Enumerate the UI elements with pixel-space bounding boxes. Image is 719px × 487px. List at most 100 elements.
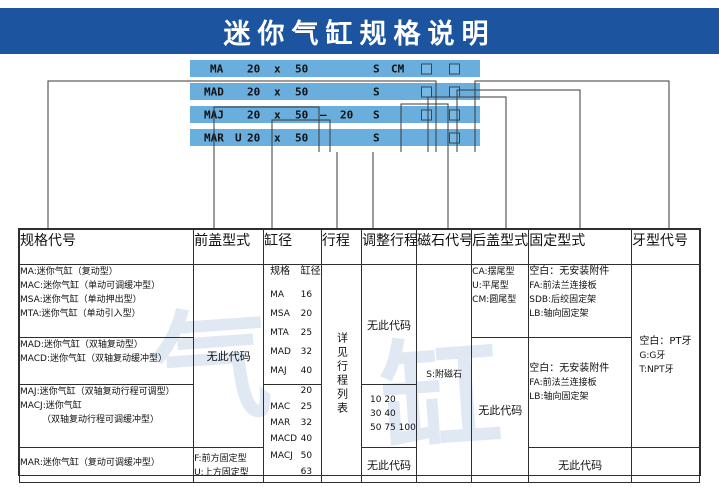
bore-spec: MA <box>270 289 285 300</box>
cell-front-cover-block2: F:前方固定型 U:上方固定型 <box>193 447 265 483</box>
code-token-bore: 20 <box>247 85 261 98</box>
code-token-rear: CM <box>391 62 405 75</box>
code-token-magnet: S <box>373 108 380 121</box>
bore-size: 32 <box>300 418 313 429</box>
header-adjust-stroke: 调整行程 <box>361 229 418 265</box>
code-row-maj: MAJ 20 x 50 – 20 S <box>190 106 480 123</box>
code-token-stroke: 50 <box>295 108 309 121</box>
table-header-row: 规格代号 前盖型式 缸径 行程 调整行程 磁石代号 后盖型式 固定型式 牙型代号 <box>18 229 701 265</box>
code-box-thread <box>449 109 460 120</box>
header-stroke: 行程 <box>320 229 363 265</box>
code-token-bore: 20 <box>247 62 261 75</box>
spec-line: MTA:迷你气缸（单动引入型） <box>20 309 141 319</box>
table-row-ma-group: MA:迷你气缸（复动型） MAC:迷你气缸（单动可调缓冲型） MSA:迷你气缸（… <box>18 264 701 483</box>
rear-cover-none: 无此代码 <box>478 404 523 417</box>
code-token-model: MA <box>210 62 224 75</box>
mounting-line: LB:轴向固定架 <box>529 392 589 402</box>
connector-lines <box>47 80 670 228</box>
adjust-stroke-none: 无此代码 <box>367 318 412 332</box>
cell-thread: 空白：PT牙 G:G牙 T:NPT牙 <box>630 264 701 448</box>
header-magnet: 磁石代号 <box>416 229 473 265</box>
bore-spec: MACJ <box>270 450 293 461</box>
bore-size: 20 <box>300 386 313 396</box>
spec-line: MACJ:迷你气缸 <box>20 401 82 411</box>
mounting-line: LB:轴向固定架 <box>529 309 589 319</box>
bore-size: 25 <box>300 327 313 338</box>
cell-magnet: S:附磁石 <box>416 264 473 483</box>
bore-head-spec: 规格 <box>270 266 291 277</box>
header-spec-code: 规格代号 <box>18 229 195 265</box>
spec-line: MACD:迷你气缸（双轴复动缓冲型） <box>20 354 168 364</box>
cell-front-cover-block1: 无此代码 <box>193 264 265 448</box>
bore-size: 50 <box>300 450 313 461</box>
code-box-mounting <box>421 63 432 74</box>
front-cover-line: U:上方固定型 <box>194 468 249 478</box>
thread-line: G:G牙 <box>639 351 666 361</box>
spec-table: 规格代号 前盖型式 缸径 行程 调整行程 磁石代号 后盖型式 固定型式 牙型代号… <box>18 228 701 483</box>
cell-thread-empty <box>630 447 701 483</box>
spec-line: MSA:迷你气缸（单动押出型） <box>20 295 142 305</box>
header-rear-cover: 后盖型式 <box>471 229 530 265</box>
spec-line: MAD:迷你气缸（双轴复动型） <box>20 340 143 350</box>
bore-size: 25 <box>300 402 313 413</box>
code-token-dash: – <box>320 108 327 121</box>
spec-line: MAJ:迷你气缸（双轴复动行程可调型） <box>20 387 175 397</box>
cell-mounting-block1: 空白：无安装附件 FA:前法兰连接板 SDB:后绞固定架 LB:轴向固定架 <box>528 264 632 338</box>
adjust-stroke-line: 10 20 <box>370 395 396 405</box>
bore-size: 16 <box>300 289 313 300</box>
stroke-text: 详见行程列表 <box>335 331 349 416</box>
cell-spec-code-block4: MAR:迷你气缸（复动可调缓冲型） <box>18 447 195 483</box>
spec-line: MAC:迷你气缸（单动可调缓冲型） <box>20 281 161 291</box>
bore-size: 20 <box>300 308 313 319</box>
code-token-bore: 20 <box>247 108 261 121</box>
cell-rear-cover-block2: 无此代码 <box>471 337 530 483</box>
cell-mounting-block3: 无此代码 <box>528 447 632 483</box>
mounting-line: FA:前法兰连接板 <box>529 281 597 291</box>
mounting-line: 空白：无安装附件 <box>529 363 610 374</box>
header-thread: 牙型代号 <box>630 229 701 265</box>
header-mounting: 固定型式 <box>528 229 632 265</box>
bore-size: 40 <box>300 434 313 445</box>
bore-spec <box>264 385 293 401</box>
cell-bore-block2: 20 MAC 25 MAR 32 MACD 40 MACJ 50 63 <box>263 384 322 483</box>
code-token-magnet: S <box>373 131 380 144</box>
header-bore: 缸径 <box>263 229 322 265</box>
code-token-frontcover: U <box>235 131 242 144</box>
table-row-mad-group: MAD:迷你气缸（双轴复动型） MACD:迷你气缸（双轴复动缓冲型） 无此代码 … <box>18 337 700 483</box>
front-cover-line: F:前方固定型 <box>194 454 247 464</box>
bore-size: 32 <box>300 346 313 357</box>
cell-rear-cover-block1: CA:摆尾型 U:平尾型 CM:圆尾型 <box>471 264 530 338</box>
thread-line: T:NPT牙 <box>639 365 674 375</box>
bore-spec: MSA <box>270 308 290 319</box>
table-row-maj-group: MAJ:迷你气缸（双轴复动行程可调型） MACJ:迷你气缸 （双轴复动行程可调缓… <box>18 384 700 483</box>
cell-adjust-stroke-block1: 无此代码 <box>361 264 418 385</box>
header-front-cover: 前盖型式 <box>193 229 265 265</box>
bore-spec: MAR <box>270 418 291 429</box>
code-token-x: x <box>274 131 281 144</box>
cell-mounting-block2: 空白：无安装附件 FA:前法兰连接板 LB:轴向固定架 <box>528 337 632 448</box>
code-box-thread <box>449 63 460 74</box>
mounting-line: 空白：无安装附件 <box>529 266 610 277</box>
mounting-none: 无此代码 <box>558 459 603 472</box>
bore-spec: MTA <box>270 327 289 338</box>
cell-spec-code-block3: MAJ:迷你气缸（双轴复动行程可调型） MACJ:迷你气缸 （双轴复动行程可调缓… <box>18 384 195 448</box>
code-rows: MA 20 x 50 S CM MAD 20 x 50 S MAJ 20 x 5… <box>0 60 719 152</box>
bore-spec: MAD <box>270 346 291 357</box>
code-box-mounting <box>421 86 432 97</box>
bore-spec: MAJ <box>270 365 287 376</box>
code-token-magnet: S <box>373 85 380 98</box>
code-token-stroke: 50 <box>295 62 309 75</box>
bore-spec: MACD <box>270 434 298 445</box>
cell-adjust-stroke-block3: 无此代码 <box>361 447 418 483</box>
adjust-stroke-line: 50 75 100 <box>370 423 416 433</box>
rear-cover-line: U:平尾型 <box>472 281 509 291</box>
cell-spec-code-block2: MAD:迷你气缸（双轴复动型） MACD:迷你气缸（双轴复动缓冲型） <box>18 337 195 385</box>
cell-bore-block1: 规格 缸径 MA 16 MSA 20 MTA 25 MAD 32 MAJ 40 <box>263 264 322 385</box>
thread-line: 空白：PT牙 <box>639 336 692 347</box>
cell-spec-code-block1: MA:迷你气缸（复动型） MAC:迷你气缸（单动可调缓冲型） MSA:迷你气缸（… <box>18 264 195 338</box>
bore-head-size: 缸径 <box>300 266 321 277</box>
bore-spec <box>264 466 293 482</box>
code-token-magnet: S <box>373 62 380 75</box>
cell-adjust-stroke-block2: 10 20 30 40 50 75 100 <box>361 384 418 448</box>
code-token-x: x <box>274 108 281 121</box>
